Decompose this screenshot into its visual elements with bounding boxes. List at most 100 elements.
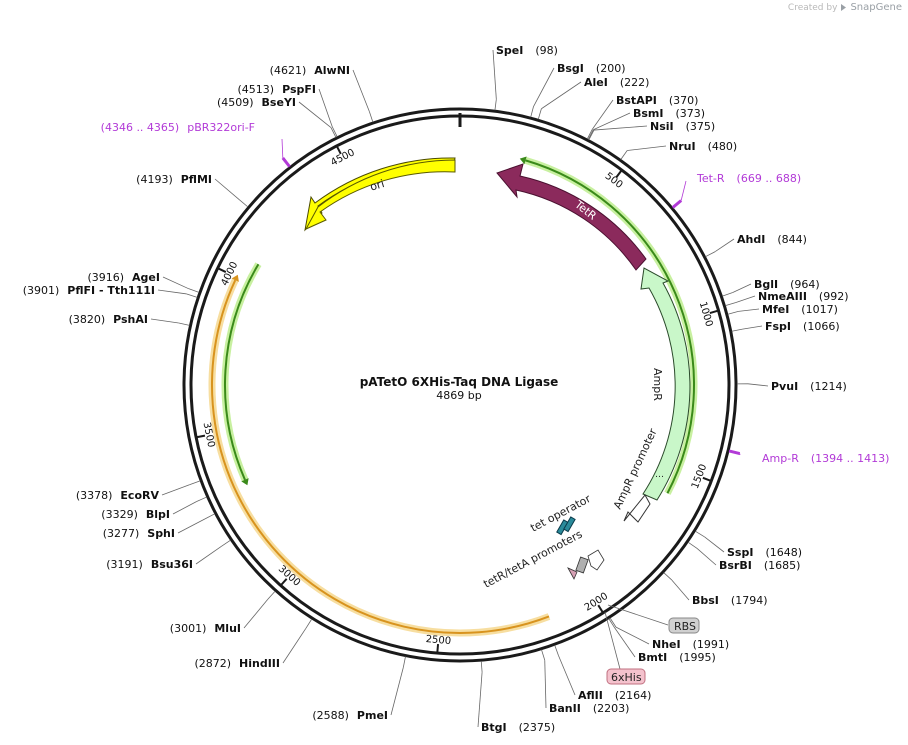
primer-pBR322ori-F[interactable]: (4346 .. 4365)pBR322ori-F: [101, 121, 291, 168]
site-label: FspI(1066): [765, 320, 840, 333]
site-bgli[interactable]: BglI(964): [722, 278, 820, 297]
tet-operator-feature[interactable]: tet operator: [528, 492, 593, 536]
site-bsrbi[interactable]: BsrBI(1685): [687, 541, 800, 572]
site-fspi[interactable]: FspI(1066): [731, 320, 840, 333]
site-label: (3191)Bsu36I: [106, 558, 193, 571]
his-tag-box[interactable]: [606, 668, 646, 685]
his-tag-feature[interactable]: 6xHis: [604, 611, 646, 685]
ori-feature[interactable]: ori: [304, 157, 456, 232]
site-nsii[interactable]: NsiI(375): [588, 120, 715, 140]
site-banii[interactable]: BanII(2203): [541, 649, 630, 715]
tick-500: [615, 170, 622, 178]
ori-body[interactable]: [304, 159, 456, 231]
promoter-box[interactable]: [575, 556, 589, 574]
site-pspfi[interactable]: (4513)PspFI: [238, 83, 338, 137]
site-hindiii[interactable]: (2872)HindIII: [194, 618, 313, 670]
site-ecorv[interactable]: (3378)EcoRV: [76, 480, 201, 502]
site-aflii[interactable]: AflII(2164): [554, 645, 652, 702]
site-bstapi[interactable]: BstAPI(370): [586, 94, 698, 140]
orf-green-2-head: [241, 478, 249, 486]
site-label: SspI(1648): [727, 546, 802, 559]
site-bsu36i[interactable]: (3191)Bsu36I: [106, 539, 231, 571]
rbs-box[interactable]: [668, 617, 700, 634]
tick-3500: [196, 434, 206, 439]
site-blpi[interactable]: (3329)BlpI: [101, 496, 207, 521]
site-ahdi[interactable]: AhdI(844): [705, 233, 807, 258]
orf-orange[interactable]: [208, 278, 551, 637]
credit-brand: SnapGene: [850, 2, 902, 13]
site-mlui[interactable]: (3001)MluI: [170, 590, 276, 635]
tetr-teta-promoters-feature[interactable]: tetR/tetA promoters: [481, 527, 605, 591]
site-nmeaiii[interactable]: NmeAIII(992): [725, 290, 849, 306]
tick-2000: [597, 604, 604, 613]
tet-operator-box-2[interactable]: [563, 516, 576, 533]
site-label: (4193)PflMI: [136, 173, 212, 186]
site-label: BsrBI(1685): [719, 559, 800, 572]
tetr-teta-promoters-label: tetR/tetA promoters: [481, 527, 584, 590]
site-alei[interactable]: AleI(222): [537, 76, 649, 120]
site-spei[interactable]: SpeI(98): [492, 44, 558, 111]
site-label: MfeI(1017): [762, 303, 838, 316]
restriction-sites: SpeI(98)BsgI(200)AleI(222) BstAPI(370)Bsm…: [23, 44, 849, 734]
orf-arcs: [208, 156, 698, 637]
tick-4000: [218, 267, 227, 273]
tetr-arrow[interactable]: [496, 163, 647, 271]
site-label: NruI(480): [669, 140, 737, 153]
site-sspi[interactable]: SspI(1648): [695, 530, 802, 559]
tick-label-2500: 2500: [425, 634, 451, 647]
ampr-promoter-feature[interactable]: AmpR promoter: [611, 426, 660, 523]
site-bbsi[interactable]: BbsI(1794): [663, 572, 768, 607]
site-nrui[interactable]: NruI(480): [620, 140, 737, 160]
site-label: BmtI(1995): [638, 651, 716, 664]
site-alwni[interactable]: (4621)AlwNI: [270, 64, 374, 123]
orf-green-1-head: [519, 156, 527, 165]
site-label: (4513)PspFI: [238, 83, 316, 96]
site-label: NmeAIII(992): [758, 290, 849, 303]
site-nhei[interactable]: NheI(1991): [609, 617, 729, 651]
site-label: AflII(2164): [578, 689, 651, 702]
site-label: (3820)PshAI: [69, 313, 148, 326]
site-bsgi[interactable]: BsgI(200): [530, 62, 626, 118]
ampr-arrow[interactable]: [640, 267, 691, 501]
orf-green-1[interactable]: [524, 157, 698, 495]
site-pmei[interactable]: (2588)PmeI: [312, 656, 406, 722]
site-label: BglI(964): [754, 278, 820, 291]
rbs-label: RBS: [674, 620, 696, 633]
orf-green-2[interactable]: [221, 262, 262, 482]
ampr-promoter-arrow[interactable]: [623, 494, 651, 523]
site-pshai[interactable]: (3820)PshAI: [69, 313, 190, 326]
snapgene-logo-icon: [841, 4, 847, 11]
tick-label-1000: 1000: [697, 301, 715, 329]
tick-3000: [280, 578, 288, 586]
promoter-arrow-2[interactable]: [587, 549, 605, 571]
tick-2500: [436, 643, 440, 653]
site-label: (2872)HindIII: [194, 657, 280, 670]
site-label: BbsI(1794): [692, 594, 767, 607]
promoter-arrow-1[interactable]: [567, 567, 578, 580]
site-sphi[interactable]: (3277)SphI: [103, 513, 215, 540]
his-tag-label: 6xHis: [611, 671, 642, 684]
rbs-feature[interactable]: RBS: [607, 604, 700, 634]
site-pvui[interactable]: PvuI(1214): [736, 380, 847, 393]
site-label: (3901)PflFI - Tth111I: [23, 284, 155, 297]
primer-label: (4346 .. 4365)pBR322ori-F: [101, 121, 255, 134]
site-label: AleI(222): [584, 76, 649, 89]
site-bsmi[interactable]: BsmI(373): [587, 107, 705, 140]
site-bmti[interactable]: BmtI(1995): [608, 618, 716, 664]
primer-Amp-R[interactable]: Amp-R(1394 .. 1413): [728, 449, 889, 465]
ampr-ellipsis: …: [655, 470, 664, 480]
site-btgi[interactable]: BtgI(2375): [477, 661, 555, 734]
site-mfei[interactable]: MfeI(1017): [727, 303, 838, 316]
plasmid-length: 4869 bp: [436, 389, 481, 402]
site-label: (3277)SphI: [103, 527, 175, 540]
site-label: (4509)BseYI: [217, 96, 296, 109]
site-pflmi[interactable]: (4193)PflMI: [136, 173, 249, 208]
plasmid-name: pATetO 6XHis-Taq DNA Ligase: [360, 375, 559, 389]
site-bseyi[interactable]: (4509)BseYI: [217, 96, 337, 138]
ampr-feature[interactable]: AmpR …: [640, 267, 691, 501]
site-label: AhdI(844): [737, 233, 807, 246]
tick-label-4500: 4500: [329, 147, 357, 168]
site-agei[interactable]: (3916)AgeI: [87, 271, 200, 293]
site-pflfi-tth111i[interactable]: (3901)PflFI - Tth111I: [23, 284, 198, 298]
primer-Tet-R[interactable]: Tet-R(669 .. 688): [671, 172, 801, 209]
